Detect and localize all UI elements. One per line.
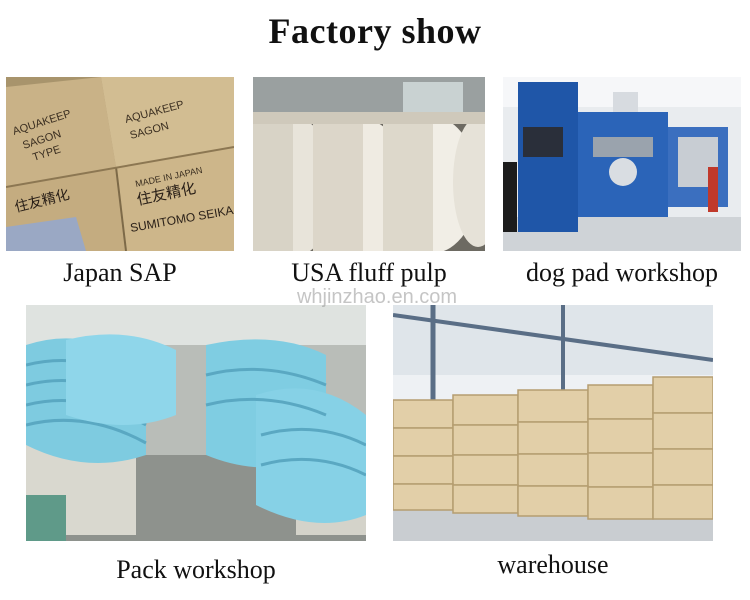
caption-pack-workshop: Pack workshop	[116, 555, 276, 584]
caption-warehouse: warehouse	[497, 550, 609, 579]
usa-fluff-pulp-photo	[253, 77, 485, 251]
caption-usa-fluff-pulp: USA fluff pulp	[291, 258, 447, 287]
caption-japan-sap: Japan SAP	[63, 258, 177, 287]
warehouse-photo	[393, 305, 713, 541]
japan-sap-photo: AQUAKEEP SAGON TYPE AQUAKEEP SAGON MADE …	[6, 77, 234, 251]
pack-workshop-photo	[26, 305, 366, 541]
caption-dog-pad-workshop: dog pad workshop	[525, 258, 719, 287]
dog-pad-workshop-photo	[503, 77, 741, 251]
page-title: Factory show	[268, 11, 482, 51]
